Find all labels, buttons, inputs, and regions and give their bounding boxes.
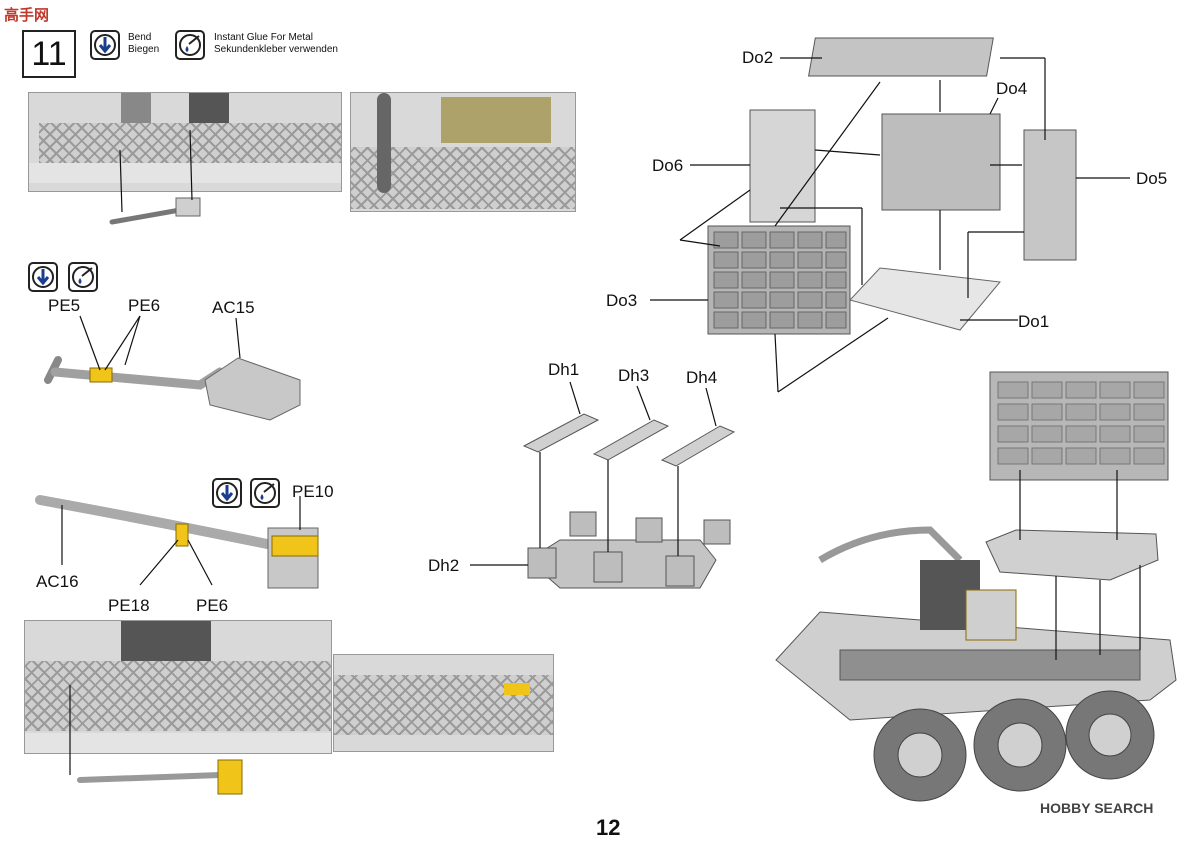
bend-label-de: Biegen bbox=[128, 44, 160, 55]
glue-legend: Instant Glue For Metal Sekundenkleber ve… bbox=[214, 32, 338, 56]
shovel-small-illustration bbox=[109, 129, 201, 225]
glue-label-en: Instant Glue For Metal bbox=[214, 32, 313, 43]
label-pe6-shovel: PE6 bbox=[128, 296, 161, 315]
watermark-hobbysearch: HOBBY SEARCH bbox=[1040, 800, 1154, 816]
label-dh4: Dh4 bbox=[686, 368, 718, 387]
label-ac15: AC15 bbox=[212, 298, 255, 317]
label-dh3: Dh3 bbox=[618, 366, 650, 385]
glue-icon-shovel bbox=[68, 262, 98, 292]
bend-icon-shovel bbox=[28, 262, 58, 292]
label-pe6-axe: PE6 bbox=[196, 596, 229, 615]
photo-top-left bbox=[28, 92, 342, 192]
glue-label-de: Sekundenkleber verwenden bbox=[214, 44, 338, 55]
label-pe18: PE18 bbox=[108, 596, 150, 615]
photo-bottom-right bbox=[333, 654, 554, 752]
shovel-ac15-illustration bbox=[44, 315, 301, 421]
label-do4: Do4 bbox=[996, 79, 1028, 98]
glue-icon bbox=[175, 30, 205, 60]
label-do5: Do5 bbox=[1136, 169, 1168, 188]
label-do6: Do6 bbox=[652, 156, 684, 175]
label-ac16: AC16 bbox=[36, 572, 79, 591]
glue-icon-axe bbox=[250, 478, 280, 508]
photo-top-right bbox=[350, 92, 576, 212]
label-do3: Do3 bbox=[606, 291, 638, 310]
label-do1: Do1 bbox=[1018, 312, 1050, 331]
bend-label-en: Bend bbox=[128, 32, 152, 43]
label-pe5: PE5 bbox=[48, 296, 81, 315]
axe-small-illustration bbox=[69, 685, 243, 795]
pallet-exploded bbox=[470, 381, 736, 589]
bend-icon-axe bbox=[212, 478, 242, 508]
axe-ac16-illustration bbox=[35, 495, 319, 589]
page-number: 12 bbox=[596, 815, 621, 840]
vehicle-illustration bbox=[775, 371, 1177, 802]
bend-legend: Bend Biegen bbox=[128, 32, 159, 56]
label-dh2: Dh2 bbox=[428, 556, 460, 575]
photo-bottom-left bbox=[24, 620, 332, 754]
label-do2: Do2 bbox=[742, 48, 774, 67]
bend-icon bbox=[90, 30, 120, 60]
ammo-box-exploded bbox=[650, 37, 1130, 393]
label-pe10: PE10 bbox=[292, 482, 334, 501]
watermark-logo: 高手网 bbox=[4, 7, 50, 24]
label-dh1: Dh1 bbox=[548, 360, 580, 379]
step-number: 11 bbox=[22, 30, 76, 78]
